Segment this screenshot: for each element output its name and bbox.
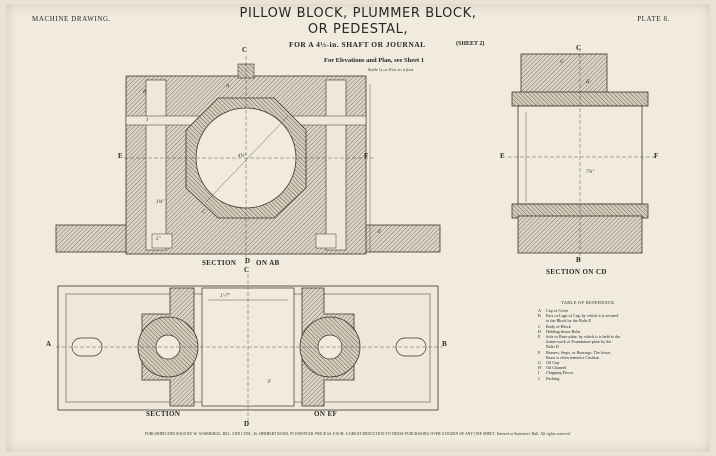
section-ab-view bbox=[55, 56, 441, 266]
label-b-cd: B bbox=[576, 256, 581, 264]
section-cd-view bbox=[508, 48, 658, 260]
plate-number: PLATE 8. bbox=[637, 15, 670, 23]
publisher-footer: PUBLISHED AND SOLD BY W. GOSBRIDGE, DEL.… bbox=[144, 432, 572, 436]
section-ab-caption-1: SECTION bbox=[202, 259, 237, 267]
label-a-ef: A bbox=[46, 340, 52, 348]
dim-1-7: 1'-7" bbox=[220, 294, 230, 299]
label-h: H bbox=[586, 80, 590, 85]
reference-row: Bolts D bbox=[546, 344, 559, 350]
drawing-sheet: MACHINE DRAWING. PLATE 8. PILLOW BLOCK, … bbox=[6, 4, 710, 452]
label-f-right: F bbox=[364, 152, 369, 160]
section-ef-view bbox=[56, 274, 442, 424]
section-ef-caption-1: SECTION bbox=[146, 410, 181, 418]
label-j: J bbox=[146, 118, 149, 123]
reference-row: Brass is often termed a Cushion bbox=[546, 354, 600, 360]
section-ef-caption-2: ON EF bbox=[314, 410, 338, 418]
sheet-number: (SHEET 2) bbox=[456, 41, 485, 47]
section-cd-caption: SECTION ON CD bbox=[546, 268, 607, 276]
label-d-ef: D bbox=[244, 420, 250, 428]
dim-7-7-8: 7⅞" bbox=[586, 170, 595, 175]
label-c-body: C bbox=[202, 210, 206, 215]
reference-title: TABLE OF REFERENCE. bbox=[561, 300, 616, 305]
label-g: G bbox=[560, 60, 564, 65]
scale-note: Scale ¼ or 4-in. to a foot. bbox=[368, 67, 415, 72]
reference-row: frame-work or Foundation-plate by the bbox=[546, 339, 612, 345]
label-e-left: E bbox=[118, 152, 123, 160]
title-line-2: OR PEDESTAL, bbox=[307, 22, 409, 37]
title-line-1: PILLOW BLOCK, PLUMMER BLOCK, bbox=[239, 6, 477, 21]
label-a: A bbox=[226, 84, 230, 89]
label-b-ef: B bbox=[442, 340, 447, 348]
dim-5: 5" bbox=[156, 237, 161, 242]
label-f-ef: F bbox=[268, 380, 272, 385]
note: For Elevations and Plan, see Sheet 1 bbox=[324, 57, 425, 64]
section-ab-caption-2: ON AB bbox=[256, 259, 280, 267]
reference-row: to the Block by the Bolts E bbox=[546, 318, 592, 324]
label-e-cd: E bbox=[500, 152, 505, 160]
label-f-cd: F bbox=[654, 152, 659, 160]
technical-drawing bbox=[55, 48, 658, 424]
dim-4-1-2: 4½" bbox=[238, 154, 247, 159]
dim-1-1-8: 1⅛" bbox=[156, 200, 165, 205]
label-b: B bbox=[143, 90, 147, 95]
header-left: MACHINE DRAWING. bbox=[32, 15, 112, 23]
label-c-top: C bbox=[242, 46, 248, 54]
subtitle: FOR A 4½-in. SHAFT OR JOURNAL bbox=[289, 40, 426, 49]
label-e-base: E bbox=[378, 230, 382, 235]
label-c-ef: C bbox=[244, 266, 250, 274]
label-c-cd: C bbox=[576, 44, 582, 52]
label-d: D bbox=[245, 257, 251, 265]
